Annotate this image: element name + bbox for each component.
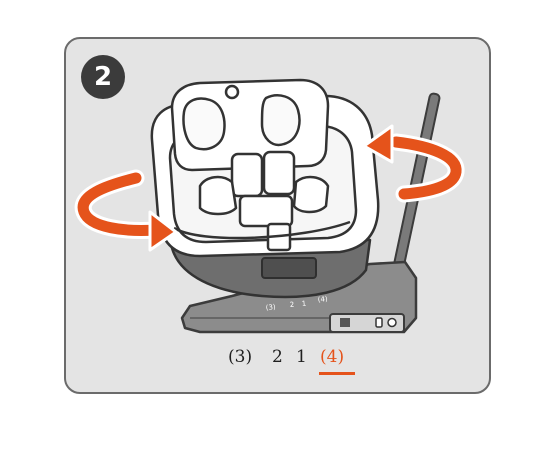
- base-label: (4): [317, 295, 328, 304]
- position-label: 1: [296, 347, 307, 367]
- position-label: (3): [228, 347, 253, 367]
- step-number-badge: 2: [81, 55, 125, 99]
- position-indicator: (3) 2 1 (4): [228, 347, 368, 371]
- seat-body: [150, 78, 380, 258]
- base-position-labels: (3) 2 1 (4): [265, 295, 328, 312]
- base-label: 2: [289, 301, 294, 309]
- rotate-left-arrow-icon: [74, 169, 178, 252]
- rotate-right-arrow-icon: [362, 124, 465, 203]
- active-position-underline: [319, 372, 355, 375]
- base-label: (3): [265, 303, 276, 312]
- base-label: 1: [301, 300, 306, 308]
- position-label: 2: [272, 347, 283, 367]
- position-label-active: (4): [320, 347, 345, 367]
